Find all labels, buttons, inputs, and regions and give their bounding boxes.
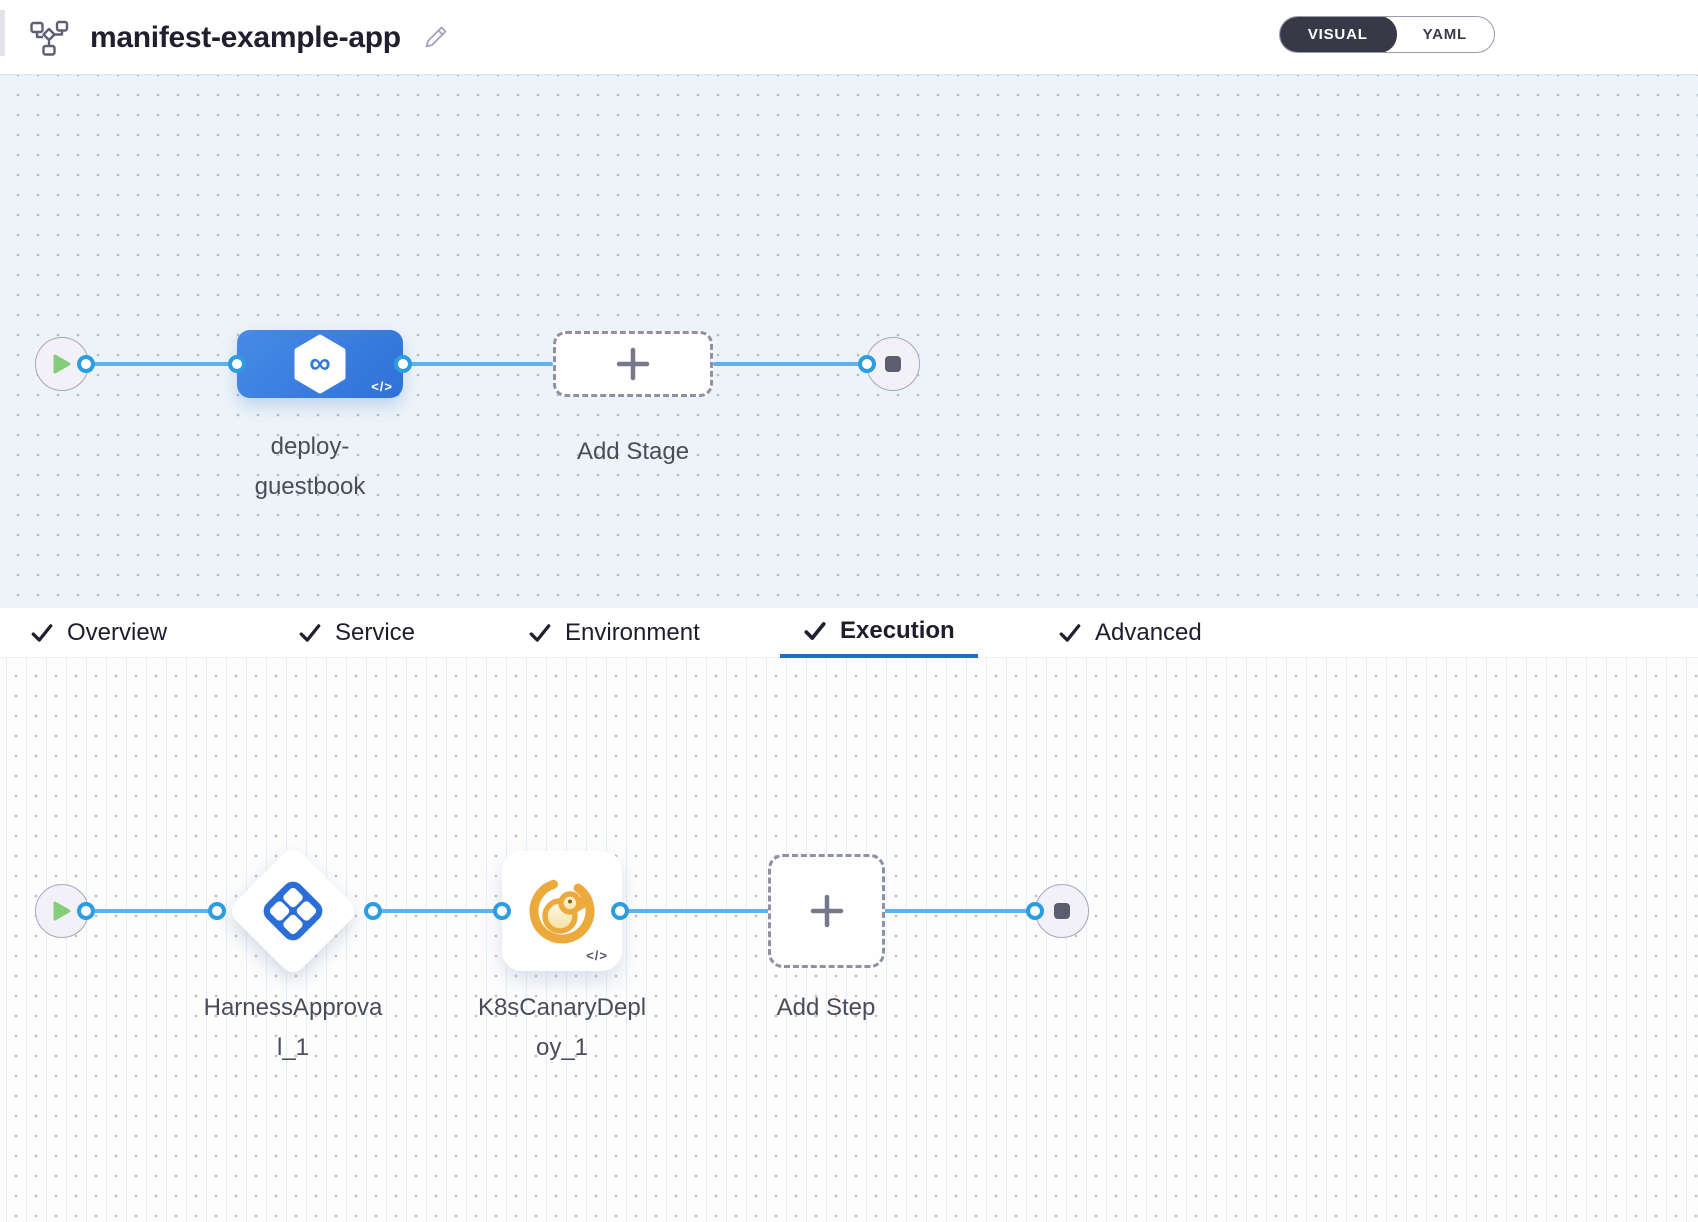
port[interactable] [228, 355, 246, 373]
tab-advanced[interactable]: Advanced [1058, 608, 1202, 658]
page-title: manifest-example-app [90, 20, 401, 54]
stop-icon [1054, 903, 1070, 919]
step-label: K8sCanaryDeploy_1 [477, 994, 647, 1061]
view-mode-toggle: VISUAL YAML [1278, 16, 1495, 53]
check-icon [804, 622, 826, 640]
port[interactable] [77, 355, 95, 373]
toggle-yaml[interactable]: YAML [1422, 26, 1467, 43]
plus-icon [810, 894, 843, 928]
toggle-visual[interactable]: VISUAL [1279, 17, 1397, 52]
stage-code-badge[interactable]: </> [371, 379, 393, 394]
cd-stage-icon: ∞ [293, 334, 347, 394]
edit-title-button[interactable] [421, 24, 449, 52]
tab-label: Advanced [1095, 619, 1202, 646]
check-icon [529, 624, 551, 642]
infinity-icon: ∞ [309, 347, 331, 380]
tab-label: Environment [565, 619, 700, 646]
connector-line [403, 362, 553, 366]
port[interactable] [1026, 902, 1044, 920]
check-icon [1059, 624, 1081, 642]
stage-node-deploy-guestbook[interactable]: ∞ </> [237, 330, 403, 398]
port[interactable] [364, 902, 382, 920]
pipeline-end-node [866, 337, 920, 391]
plus-icon [616, 347, 650, 381]
canary-deploy-icon [523, 872, 601, 950]
connector-line [373, 909, 502, 913]
stage-canvas[interactable]: ∞ </> deploy-guestbook Add Stage [0, 75, 1698, 608]
check-icon [299, 624, 321, 642]
step-node-k8s-canary-deploy[interactable]: </> [502, 851, 622, 971]
port[interactable] [493, 902, 511, 920]
window-edge [0, 10, 5, 56]
step-node-harness-approval[interactable] [226, 844, 360, 978]
port[interactable] [77, 902, 95, 920]
step-label: HarnessApproval_1 [203, 994, 383, 1061]
step-code-badge[interactable]: </> [586, 948, 608, 963]
connector-line [713, 362, 867, 366]
tab-label: Overview [67, 619, 168, 646]
tab-environment[interactable]: Environment [528, 608, 700, 658]
tab-service[interactable]: Service [298, 608, 415, 658]
connector-line [86, 909, 217, 913]
add-step-button[interactable] [768, 854, 885, 968]
play-icon [53, 901, 71, 921]
stage-tabbar: Overview Service Environment Execution A… [0, 608, 1698, 658]
connector-line [86, 362, 237, 366]
port[interactable] [208, 902, 226, 920]
tab-label: Service [335, 619, 416, 646]
check-icon [31, 624, 53, 642]
play-icon [53, 354, 71, 374]
stop-icon [885, 356, 901, 372]
execution-end-node [1035, 884, 1089, 938]
harness-approval-icon [259, 877, 327, 945]
tab-execution[interactable]: Execution [780, 608, 978, 658]
pipeline-icon [30, 20, 70, 56]
execution-canvas[interactable]: HarnessApproval_1 </> K8sCanaryDeploy_1 [0, 658, 1698, 1222]
tab-label: Execution [840, 617, 955, 644]
tab-overview[interactable]: Overview [30, 608, 167, 658]
add-step-label: Add Step [776, 994, 876, 1021]
add-stage-button[interactable] [553, 331, 713, 397]
port[interactable] [858, 355, 876, 373]
port[interactable] [394, 355, 412, 373]
port[interactable] [611, 902, 629, 920]
add-stage-label: Add Stage [576, 438, 690, 465]
connector-line [883, 909, 1035, 913]
connector-line [620, 909, 770, 913]
header: manifest-example-app VISUAL YAML [0, 0, 1698, 75]
stage-label: deploy-guestbook [254, 433, 366, 500]
